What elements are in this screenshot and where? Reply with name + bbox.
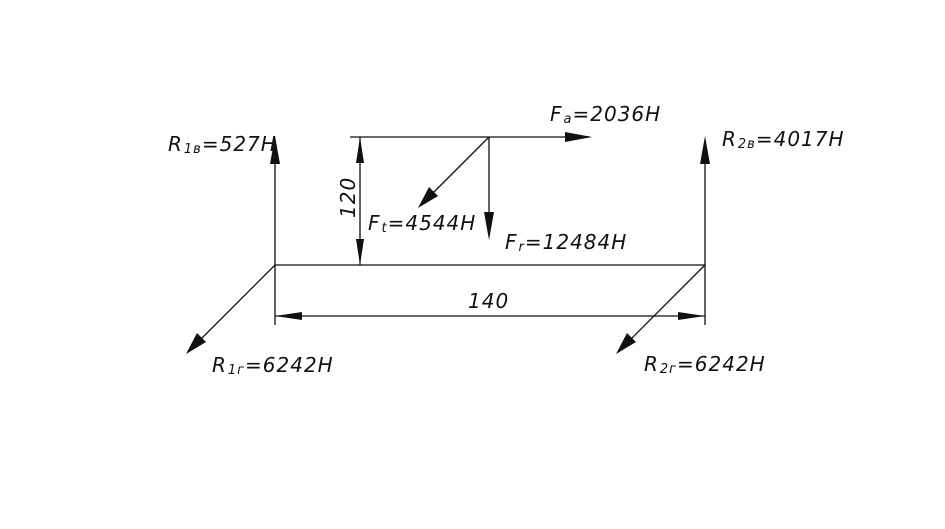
label-r2v: R2в=4017H — [722, 127, 845, 152]
label-fa: Fa=2036H — [550, 102, 661, 127]
label-r1g: R1г=6242H — [212, 353, 334, 378]
r2g-arrow-shaft — [617, 264, 706, 353]
dim-120-arrow-bottom — [356, 239, 364, 265]
r1v-arrow-head — [270, 136, 280, 164]
r1g-arrow-head — [186, 333, 206, 354]
label-r1v: R1в=527H — [168, 132, 277, 157]
r2g-arrow-head — [616, 333, 636, 354]
fa-arrow-head — [565, 132, 592, 142]
r2v-arrow-head — [700, 136, 710, 164]
dim-140-arrow-right — [678, 312, 705, 320]
dim-140-text: 140 — [468, 289, 509, 313]
label-ft: Ft=4544H — [368, 211, 476, 236]
ft-arrow-head — [418, 187, 438, 208]
dim-140-arrow-left — [275, 312, 302, 320]
fr-arrow-head — [484, 212, 494, 240]
label-r2g: R2г=6242H — [644, 352, 766, 377]
label-fr: Fr=12484H — [505, 230, 627, 255]
dim-120-text: 120 — [336, 177, 360, 218]
dim-120-arrow-top — [356, 137, 364, 163]
r1g-arrow-shaft — [187, 264, 276, 353]
